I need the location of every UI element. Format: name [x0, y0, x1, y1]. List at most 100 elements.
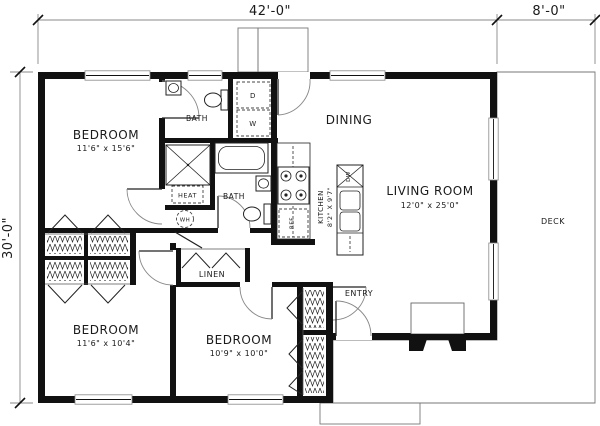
linen-label: LINEN [199, 270, 225, 279]
water-heater-circle [176, 210, 194, 228]
sink-fixture-upper [165, 80, 182, 96]
bathtub-fixture [214, 142, 269, 174]
toilet-fixture-lower [243, 203, 272, 225]
bifold-door-mark [288, 370, 304, 396]
sink-fixture-lower [255, 175, 272, 192]
opening-front-door [336, 333, 372, 340]
window-dining [329, 70, 386, 81]
kitchen-size: 8'2" X 9'7" [326, 187, 334, 227]
opening-bath1-door [159, 82, 165, 118]
bedroom1-size: 11'6" x 15'6" [77, 144, 136, 153]
wall-kitchen-west [271, 72, 277, 245]
bifold-door-mark [47, 214, 83, 234]
bath-lower-label: BATH [223, 192, 245, 201]
window-bedroom1 [84, 70, 151, 81]
opening-back-door [278, 72, 310, 79]
bedroom2-size: 11'6" x 10'4" [77, 339, 136, 348]
bifold-door-mark [211, 252, 241, 269]
wall-left [38, 72, 45, 403]
dimension-label-deck: 8'-0" [532, 4, 565, 19]
wall-bed3closet-divider [297, 330, 333, 335]
bedroom1-door [126, 188, 163, 225]
dryer-box [236, 81, 271, 109]
walls [38, 72, 497, 403]
wall-mech-east [210, 143, 215, 210]
double-sink-fixture [339, 190, 361, 211]
bedroom1-label: BEDROOM [73, 128, 139, 142]
wall-bottom-left [38, 396, 333, 403]
washer-box [236, 109, 271, 137]
wall-linen-west [176, 248, 181, 282]
refrigerator-box [278, 208, 309, 238]
deck-label: DECK [541, 217, 565, 226]
bifold-door-mark [47, 284, 83, 304]
wall-porch-west [326, 282, 333, 403]
bath2-door [217, 195, 251, 229]
bedroom3-label: BEDROOM [206, 333, 272, 347]
bifold-door-mark [90, 214, 126, 234]
entry-label: ENTRY [345, 289, 373, 298]
opening-bedroom2-door [170, 250, 176, 285]
deck-area [332, 71, 596, 404]
wall-bath1-east [228, 79, 233, 143]
stove-fixture [277, 166, 310, 205]
refrigerator-label: REF [290, 217, 296, 229]
fireplace [409, 302, 466, 351]
kitchen-label: KITCHEN [317, 190, 325, 224]
dryer-label: D [250, 92, 256, 100]
entry-steps [319, 402, 421, 425]
wall-right [490, 72, 497, 340]
dimension-lines [10, 14, 600, 409]
windows [74, 70, 499, 405]
wall-kitchen-south [271, 239, 315, 245]
kitchen-island [336, 164, 364, 256]
dishwasher-label: DW [346, 171, 352, 182]
heat-box [171, 185, 204, 204]
bifold-door-mark [181, 252, 211, 269]
shower-fixture [165, 144, 211, 186]
window-bath1 [187, 70, 223, 81]
wall-bedroom1-east [159, 79, 165, 189]
fixtures [165, 80, 466, 351]
living-room-label: LIVING ROOM [386, 184, 473, 198]
closet-scribble [305, 290, 324, 328]
double-sink-fixture [339, 211, 361, 232]
bedroom2-label: BEDROOM [73, 323, 139, 337]
wall-top [38, 72, 497, 79]
wall-hall-north [38, 228, 271, 233]
wall-linen-east [245, 248, 250, 282]
wall-closet-east [130, 233, 136, 285]
living-room-size: 12'0" x 25'0" [401, 201, 460, 210]
bath-upper-label: BATH [186, 114, 208, 123]
bedroom2-door [138, 250, 174, 286]
closet-scribble [90, 261, 128, 281]
window-bedroom3 [227, 394, 284, 405]
opening-bedroom3-door [240, 282, 272, 287]
dimension-label-width: 42'-0" [249, 4, 291, 19]
entry-inner-door [332, 286, 367, 321]
dining-label: DINING [326, 113, 373, 127]
closets [45, 214, 324, 396]
closet-scribble [305, 337, 324, 393]
bifold-door-mark [288, 338, 304, 370]
heat-label: HEAT [178, 192, 197, 200]
wall-closet-divider-h [45, 256, 130, 260]
wall-heat-south [165, 205, 215, 210]
wall-bath1-south [159, 138, 278, 143]
doors [126, 78, 372, 337]
opening-bath2-door [218, 228, 250, 233]
back-stoop-steps [237, 27, 309, 73]
window-living-lower [488, 242, 499, 301]
labels: 42'-0" 8'-0" 30'-0" BEDROOM 11'6" x 15'6… [1, 4, 565, 358]
heat-closet-door [174, 231, 203, 249]
front-door [335, 300, 372, 337]
washer-label: W [249, 120, 256, 128]
bifold-door-mark [286, 290, 304, 326]
water-heater-label: WH [180, 218, 191, 224]
dimension-label-height: 30'-0" [1, 217, 16, 259]
wall-bedroom2-east [170, 243, 176, 396]
back-door [277, 78, 311, 116]
closet-scribble [90, 236, 128, 254]
